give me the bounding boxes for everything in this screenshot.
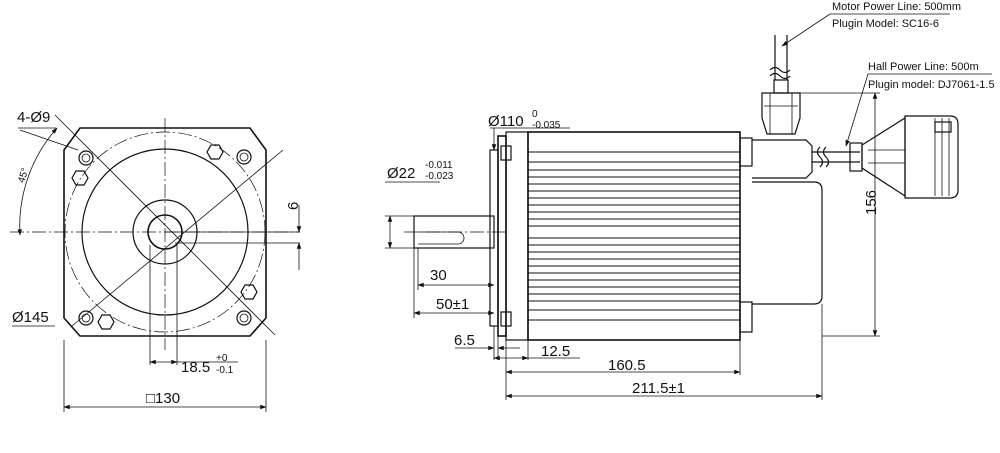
keyway-tol-lower: -0.1 <box>216 365 234 376</box>
hall-line-note: Hall Power Line: 500m <box>868 61 979 73</box>
hall-housing <box>752 139 813 179</box>
cable-gland <box>761 92 801 135</box>
motor-body <box>527 131 741 341</box>
shaft-tol-upper: -0.011 <box>425 160 453 171</box>
shaft-dia-label: Ø22 <box>387 165 415 182</box>
hall-plug-note: Plugin model: DJ7061-1.5 <box>868 79 995 91</box>
motor-line-note: Motor Power Line: 500mm <box>832 1 961 13</box>
keyway-label: 18.5 <box>181 359 210 376</box>
cooling-fins <box>528 151 740 321</box>
offset-label: 6 <box>285 202 302 210</box>
angle-label: 45° <box>16 167 31 185</box>
flange-offset-label: 6.5 <box>454 332 475 349</box>
flange-thickness-label: 12.5 <box>541 343 570 360</box>
shaft-key <box>418 231 465 245</box>
key-length-label: 30 <box>430 267 447 284</box>
bolt-holes <box>71 144 258 330</box>
body-length-label: 160.5 <box>608 357 646 374</box>
flange-square <box>63 127 267 337</box>
keyway-tol-upper: +0 <box>216 353 228 364</box>
shaft-length-label: 50±1 <box>436 296 469 313</box>
pilot-dia-label: Ø110 <box>488 113 524 130</box>
motor-plug-note: Plugin Model: SC16-6 <box>832 18 939 30</box>
overall-length-label: 211.5±1 <box>632 380 685 397</box>
pilot-tol-upper: 0 <box>532 109 538 120</box>
pilot-tol-lower: -0.035 <box>532 120 561 131</box>
rear-cover <box>752 181 823 305</box>
flange <box>497 135 507 337</box>
square-label: □130 <box>146 390 180 407</box>
holes-label: 4-Ø9 <box>17 109 50 126</box>
front-view: 4-Ø9 45° Ø145 6 18.5 +0 -0.1 □130 <box>10 109 302 412</box>
shaft-tol-lower: -0.023 <box>425 171 454 182</box>
pcd-label: Ø145 <box>12 309 49 326</box>
hall-connector <box>861 116 906 198</box>
side-view: Ø110 0 -0.035 Ø22 -0.011 -0.023 30 50±1 … <box>385 1 995 400</box>
height-label: 156 <box>863 190 880 215</box>
